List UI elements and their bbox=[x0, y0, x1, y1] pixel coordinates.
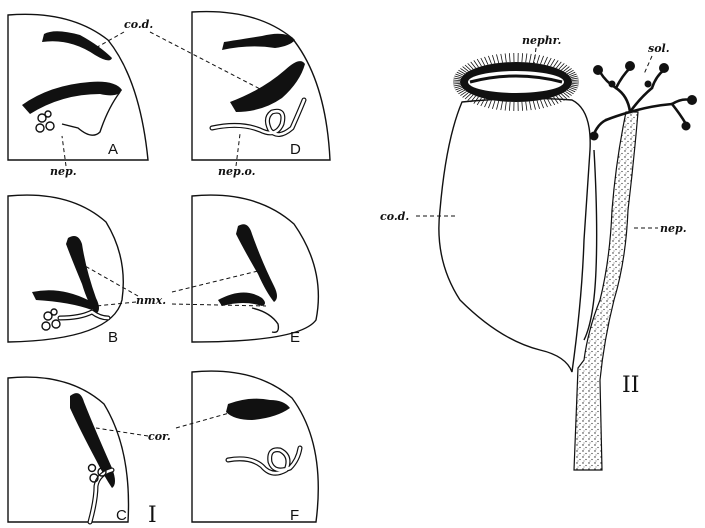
panel-a-nephridium-tuft bbox=[36, 111, 54, 132]
lead-nephr bbox=[534, 48, 536, 64]
lead-nmx-e-funnel bbox=[172, 304, 266, 306]
panel-a-letter: A bbox=[108, 141, 118, 158]
panel-e-funnel bbox=[218, 292, 265, 306]
panel-d-coelomoduct-lower bbox=[230, 61, 305, 112]
lead-sol bbox=[644, 56, 652, 74]
label-nep-figure-two: nep. bbox=[660, 222, 687, 235]
coelomoduct-sac bbox=[439, 98, 590, 372]
panel-b: B bbox=[8, 195, 123, 346]
figure-one-numeral: I bbox=[148, 503, 157, 528]
panel-c-outline bbox=[8, 377, 129, 522]
panel-c: C bbox=[8, 377, 129, 524]
nephrostome bbox=[453, 53, 579, 111]
label-nep: nep. bbox=[50, 165, 77, 178]
panel-f-coelomoduct bbox=[226, 399, 290, 420]
label-co-d-figure-two: co.d. bbox=[380, 210, 409, 223]
panel-e-nephromixium-arm bbox=[236, 224, 277, 302]
panel-a-funnel bbox=[62, 92, 120, 135]
panel-f-letter: F bbox=[290, 507, 299, 524]
label-nephr: nephr. bbox=[522, 34, 561, 47]
panel-c-letter: C bbox=[116, 507, 127, 524]
panel-b-funnel bbox=[32, 290, 93, 310]
label-sol: sol. bbox=[648, 42, 670, 55]
panel-e: E bbox=[192, 195, 318, 346]
panel-f: F bbox=[192, 371, 318, 524]
panel-a: A nep. bbox=[8, 14, 148, 178]
panel-b-letter: B bbox=[108, 329, 118, 346]
label-cor: cor. bbox=[148, 430, 171, 443]
panel-e-duct bbox=[252, 308, 278, 332]
figure-two: nephr. sol. co.d. nep. II bbox=[380, 34, 697, 470]
inner-duct-outline bbox=[584, 150, 597, 340]
panel-b-nephridium-tuft bbox=[42, 309, 60, 330]
lead-cor-f bbox=[176, 410, 240, 428]
lead-cor-c bbox=[96, 428, 148, 436]
panel-d-coelomoduct-upper bbox=[222, 34, 295, 50]
panel-d-letter: D bbox=[290, 141, 301, 158]
lead-nmx-e-arm bbox=[172, 270, 262, 292]
label-nep-o: nep.o. bbox=[218, 165, 256, 178]
label-nmx: nmx. bbox=[136, 294, 166, 307]
lead-nep-o bbox=[236, 134, 240, 166]
solenocyte-tree bbox=[594, 68, 690, 134]
label-co-d-figure-one: co.d. bbox=[124, 18, 153, 31]
panel-e-letter: E bbox=[290, 329, 300, 346]
figure-one: A nep. D nep.o. co.d. bbox=[8, 12, 330, 528]
panel-a-coelomoduct-lower bbox=[22, 82, 122, 114]
lead-nmx-b-funnel bbox=[96, 302, 136, 306]
figure-two-numeral: II bbox=[622, 373, 639, 398]
panel-d-outline bbox=[192, 12, 330, 160]
panel-d: D nep.o. bbox=[192, 12, 330, 178]
lead-nep bbox=[62, 136, 66, 166]
nephridium-tube bbox=[574, 112, 638, 470]
